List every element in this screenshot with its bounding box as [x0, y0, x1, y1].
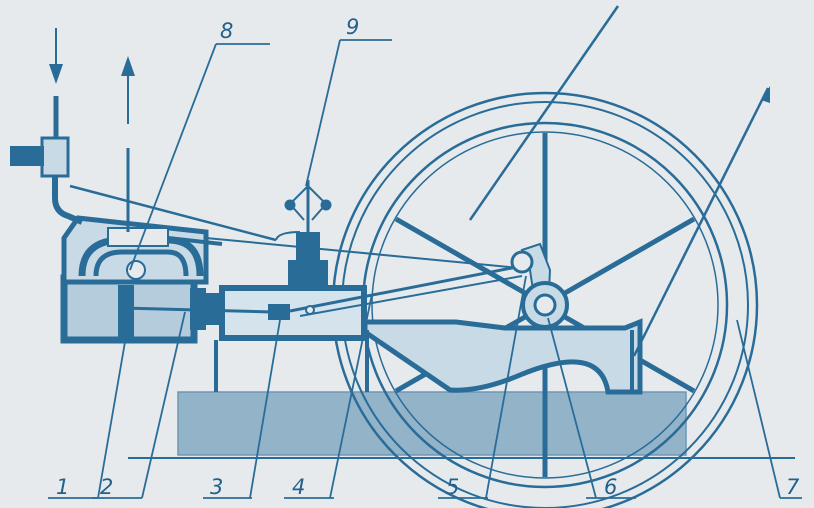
leader-arrowhead [761, 86, 770, 103]
label-4: 4 [292, 475, 305, 499]
steam-inlet [10, 96, 84, 225]
crankshaft [521, 281, 569, 329]
leader-long-lower [632, 87, 770, 357]
governor-linkage [69, 184, 277, 242]
label-2: 2 [100, 475, 113, 499]
crosshead [268, 304, 290, 320]
crosshead-guide [219, 285, 367, 341]
inflow-arrow [49, 28, 63, 84]
valve-rod [167, 236, 223, 246]
piston-rod [118, 285, 273, 340]
label-6: 6 [604, 475, 617, 499]
label-3: 3 [210, 475, 223, 499]
outflow-arrow [121, 56, 135, 124]
foundation-block [177, 391, 687, 456]
label-9: 9 [346, 15, 359, 39]
leader-long-upper [468, 5, 620, 221]
label-1: 1 [56, 475, 69, 499]
centrifugal-governor [275, 180, 332, 290]
label-5: 5 [446, 475, 459, 499]
bearing-pedestal [362, 318, 643, 395]
connecting-rod [289, 264, 523, 317]
label-7: 7 [786, 475, 800, 499]
valve-chest [61, 215, 209, 285]
label-leaders [48, 39, 802, 499]
label-8: 8 [220, 19, 233, 43]
eccentric-rod [205, 237, 521, 269]
